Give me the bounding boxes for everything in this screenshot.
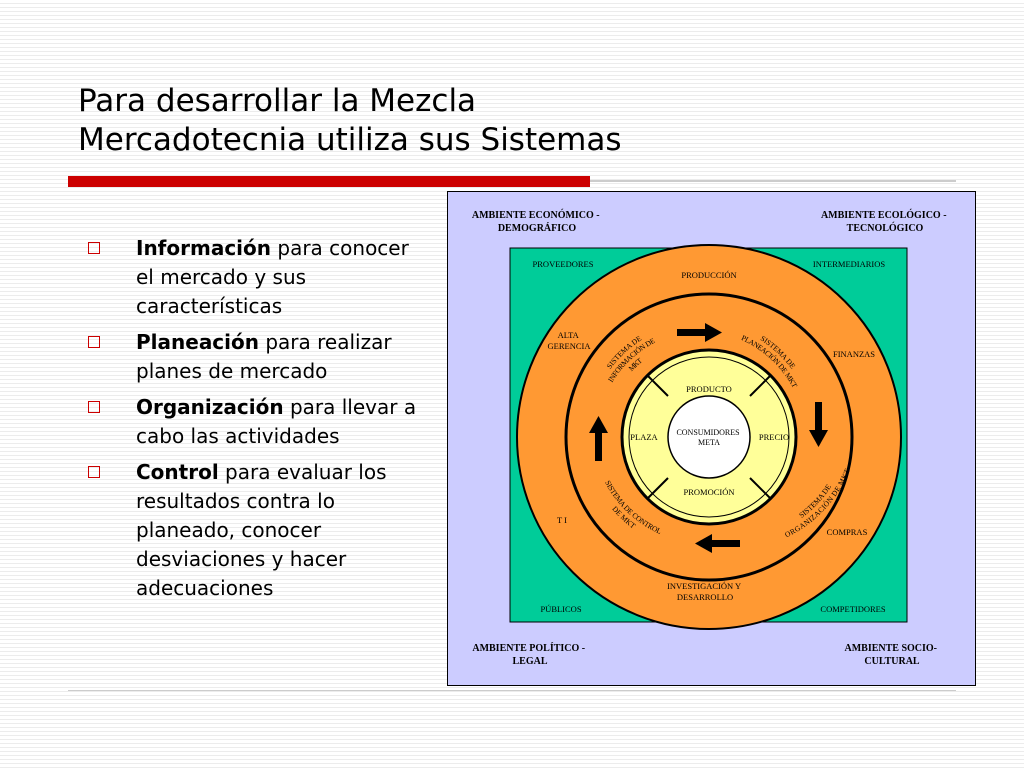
bullet-item-organizacion: Organización para llevar a cabo las acti… <box>88 393 418 451</box>
label-producto: PRODUCTO <box>686 384 732 394</box>
label-plaza: PLAZA <box>630 432 658 442</box>
title-underline-grey <box>590 180 956 182</box>
label-finanzas: FINANZAS <box>833 349 875 359</box>
mix-divider <box>647 375 669 397</box>
bullet-text: para evaluar los resultados contra lo pl… <box>136 460 387 600</box>
label-produccion: PRODUCCIÓN <box>681 270 736 280</box>
bullet-term: Control <box>136 460 219 484</box>
marketing-environment-diagram: AMBIENTE ECONÓMICO - DEMOGRÁFICO AMBIENT… <box>447 191 976 686</box>
bullet-item-control: Control para evaluar los resultados cont… <box>88 458 418 603</box>
label-precio: PRECIO <box>759 432 789 442</box>
down-arrow-icon <box>809 402 828 447</box>
label-compras: COMPRAS <box>827 527 868 537</box>
label-competidores: COMPETIDORES <box>820 604 885 614</box>
env-label-ecological: AMBIENTE ECOLÓGICO - TECNOLÓGICO <box>821 209 949 234</box>
slide-title: Para desarrollar la Mezcla Mercadotecnia… <box>78 82 778 160</box>
mix-inner-line <box>628 356 790 518</box>
label-investigacion: INVESTIGACIÓN Y DESARROLLO <box>667 581 743 602</box>
mix-divider <box>749 477 771 499</box>
consumers-center-circle <box>667 395 751 479</box>
square-bullet-icon <box>88 242 100 254</box>
mix-divider <box>647 477 669 499</box>
label-proveedores: PROVEEDORES <box>533 259 594 269</box>
bullet-text: para realizar planes de mercado <box>136 330 392 383</box>
bullet-item-planeacion: Planeación para realizar planes de merca… <box>88 328 418 386</box>
square-bullet-icon <box>88 336 100 348</box>
slide-title-line-2: Mercadotecnia utiliza sus Sistemas <box>78 122 622 158</box>
slide-title-line-1: Para desarrollar la Mezcla <box>78 83 477 119</box>
square-bullet-icon <box>88 466 100 478</box>
bullet-item-informacion: Información para conocer el mercado y su… <box>88 234 418 321</box>
bullet-text: para llevar a cabo las actividades <box>136 395 417 448</box>
bullet-list: Información para conocer el mercado y su… <box>88 234 418 610</box>
title-underline-red <box>68 176 590 187</box>
bullet-term: Planeación <box>136 330 259 354</box>
label-ti: T I <box>557 515 567 525</box>
bullet-term: Organización <box>136 395 284 419</box>
label-promocion: PROMOCIÓN <box>683 487 734 497</box>
up-arrow-icon <box>589 416 608 461</box>
env-label-sociocultural: AMBIENTE SOCIO- CULTURAL <box>844 643 939 667</box>
label-consumidores-meta: CONSUMIDORES META <box>676 428 741 447</box>
footer-divider <box>68 690 956 691</box>
env-label-political: AMBIENTE POLÍTICO - LEGAL <box>472 642 587 667</box>
bullet-text: para conocer el mercado y sus caracterís… <box>136 236 409 318</box>
left-arrow-icon <box>695 534 740 553</box>
bullet-term: Información <box>136 236 272 260</box>
right-arrow-icon <box>677 323 722 342</box>
label-alta-gerencia: ALTA GERENCIA <box>548 330 592 351</box>
env-label-economic: AMBIENTE ECONÓMICO - DEMOGRÁFICO <box>472 209 602 234</box>
label-intermediarios: INTERMEDIARIOS <box>813 259 886 269</box>
label-publicos: PÚBLICOS <box>540 604 581 614</box>
square-bullet-icon <box>88 401 100 413</box>
mix-divider <box>749 375 771 397</box>
